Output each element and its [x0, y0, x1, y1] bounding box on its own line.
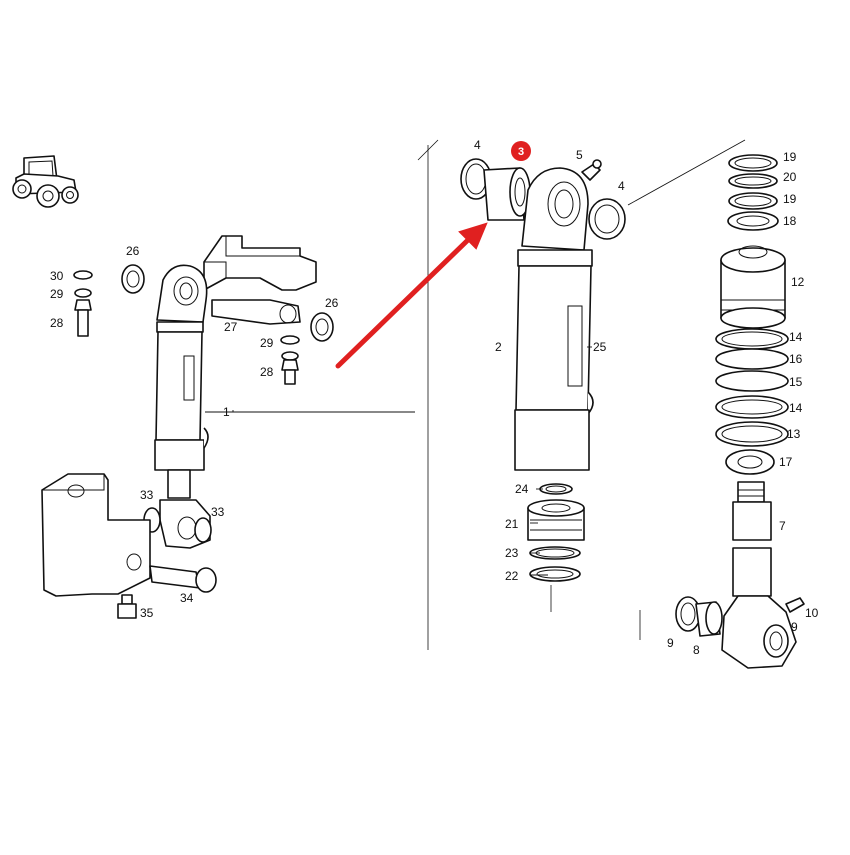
label-14a: 14 — [789, 330, 803, 344]
label-16: 16 — [789, 352, 803, 366]
label-15: 15 — [789, 375, 803, 389]
label-9b: 9 — [791, 620, 798, 634]
label-9a: 9 — [667, 636, 674, 650]
right-assembly — [675, 154, 805, 669]
middle-assembly — [460, 158, 626, 612]
label-33b: 33 — [211, 505, 225, 519]
label-30: 30 — [50, 269, 64, 283]
label-14b: 14 — [789, 401, 803, 415]
label-4a: 4 — [474, 138, 481, 152]
label-7: 7 — [779, 519, 786, 533]
label-25: 25 — [593, 340, 607, 354]
label-10: 10 — [805, 606, 819, 620]
label-5: 5 — [576, 148, 583, 162]
label-20: 20 — [783, 170, 797, 184]
highlighted-callout-3: 3 — [511, 141, 531, 161]
label-1: 1 — [223, 405, 230, 419]
frame-line — [417, 139, 439, 161]
label-18: 18 — [783, 214, 797, 228]
label-26b: 26 — [325, 296, 339, 310]
label-29a: 29 — [50, 287, 64, 301]
label-21: 21 — [505, 517, 519, 531]
label-12: 12 — [791, 275, 805, 289]
tractor-icon — [12, 155, 79, 208]
label-13: 13 — [787, 427, 801, 441]
label-35: 35 — [140, 606, 154, 620]
label-29b: 29 — [260, 336, 274, 350]
label-34: 34 — [180, 591, 194, 605]
label-22: 22 — [505, 569, 519, 583]
label-4b: 4 — [618, 179, 625, 193]
label-27: 27 — [224, 320, 238, 334]
callout-labels: 26 30 29 28 27 26 29 28 1 33 33 34 35 4 … — [50, 138, 819, 657]
label-23: 23 — [505, 546, 519, 560]
label-28a: 28 — [50, 316, 64, 330]
label-2: 2 — [495, 340, 502, 354]
label-24: 24 — [515, 482, 529, 496]
leader-lines — [205, 346, 592, 576]
label-17: 17 — [779, 455, 793, 469]
frame-line — [627, 139, 746, 206]
label-19b: 19 — [783, 192, 797, 206]
left-assembly — [41, 235, 334, 619]
label-19a: 19 — [783, 150, 797, 164]
label-28b: 28 — [260, 365, 274, 379]
label-26a: 26 — [126, 244, 140, 258]
label-8: 8 — [693, 643, 700, 657]
label-3: 3 — [518, 146, 524, 158]
red-arrow-icon — [335, 222, 488, 369]
label-33a: 33 — [140, 488, 154, 502]
